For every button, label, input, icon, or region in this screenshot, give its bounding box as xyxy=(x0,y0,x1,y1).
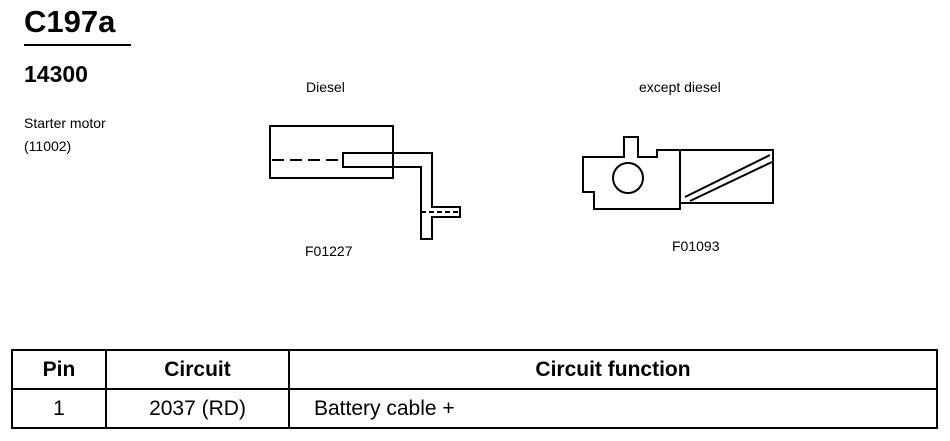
except-diesel-connector-drawing xyxy=(582,136,774,210)
pin-cell: 1 xyxy=(11,388,107,429)
table-row: 1 2037 (RD) Battery cable + xyxy=(11,388,938,429)
circuit-cell: 2037 (RD) xyxy=(105,388,290,429)
circuit-function-cell: Battery cable + xyxy=(288,388,938,429)
pin-table: Pin Circuit Circuit function 1 2037 (RD)… xyxy=(11,349,938,429)
part-number: 14300 xyxy=(24,61,88,87)
component-name: Starter motor xyxy=(24,115,106,131)
variant-label-diesel: Diesel xyxy=(306,79,345,95)
figure-code-except-diesel: F01093 xyxy=(672,238,720,254)
except-diesel-cable-line-1 xyxy=(684,154,771,198)
title-underline xyxy=(24,44,131,46)
component-code: (11002) xyxy=(24,138,72,154)
figure-code-diesel: F01227 xyxy=(305,243,353,259)
except-diesel-housing xyxy=(582,136,681,210)
except-diesel-bolt xyxy=(612,162,644,194)
diesel-terminal-lead xyxy=(342,152,461,240)
connector-id: C197a xyxy=(24,4,116,39)
column-header-circuit: Circuit xyxy=(105,349,290,390)
diesel-connector-drawing xyxy=(269,125,461,240)
column-header-circuit-function: Circuit function xyxy=(288,349,938,390)
column-header-pin: Pin xyxy=(11,349,107,390)
except-diesel-cable-line-2 xyxy=(689,161,773,202)
except-diesel-terminal-box xyxy=(679,149,774,204)
table-header-row: Pin Circuit Circuit function xyxy=(11,349,938,390)
variant-label-except-diesel: except diesel xyxy=(639,79,721,95)
